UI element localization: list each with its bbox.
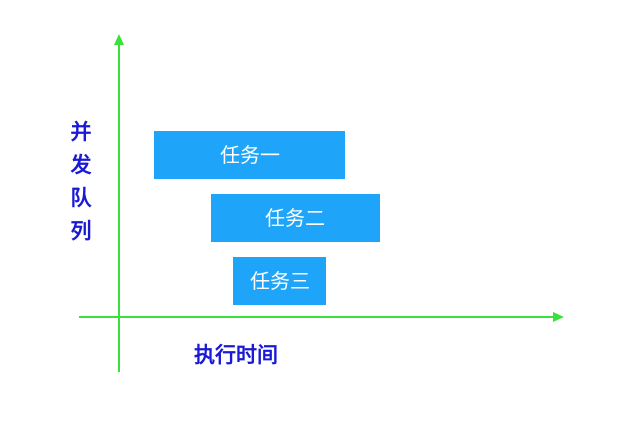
task-bar: 任务二 [211, 194, 380, 242]
task-bar-rect [233, 257, 326, 305]
task-bar: 任务三 [233, 257, 326, 305]
y-axis-label-char: 发 [70, 153, 93, 177]
task-bar-label: 任务一 [220, 143, 280, 167]
task-bar-rect [211, 194, 380, 242]
x-axis-arrowhead [553, 312, 564, 322]
y-axis-label-char: 列 [71, 219, 92, 243]
y-axis-label-char: 队 [71, 186, 93, 210]
task-bar: 任务一 [154, 131, 345, 179]
task-bar-rect [154, 131, 345, 179]
x-axis-label: 执行时间 [194, 343, 278, 367]
axes [79, 34, 564, 372]
task-bar-label: 任务三 [250, 269, 310, 293]
y-axis-label: 并 发 队 列 [70, 120, 93, 243]
y-axis-label-char: 并 [71, 120, 92, 144]
y-axis-arrowhead [114, 34, 124, 45]
task-bar-label: 任务二 [265, 206, 325, 230]
